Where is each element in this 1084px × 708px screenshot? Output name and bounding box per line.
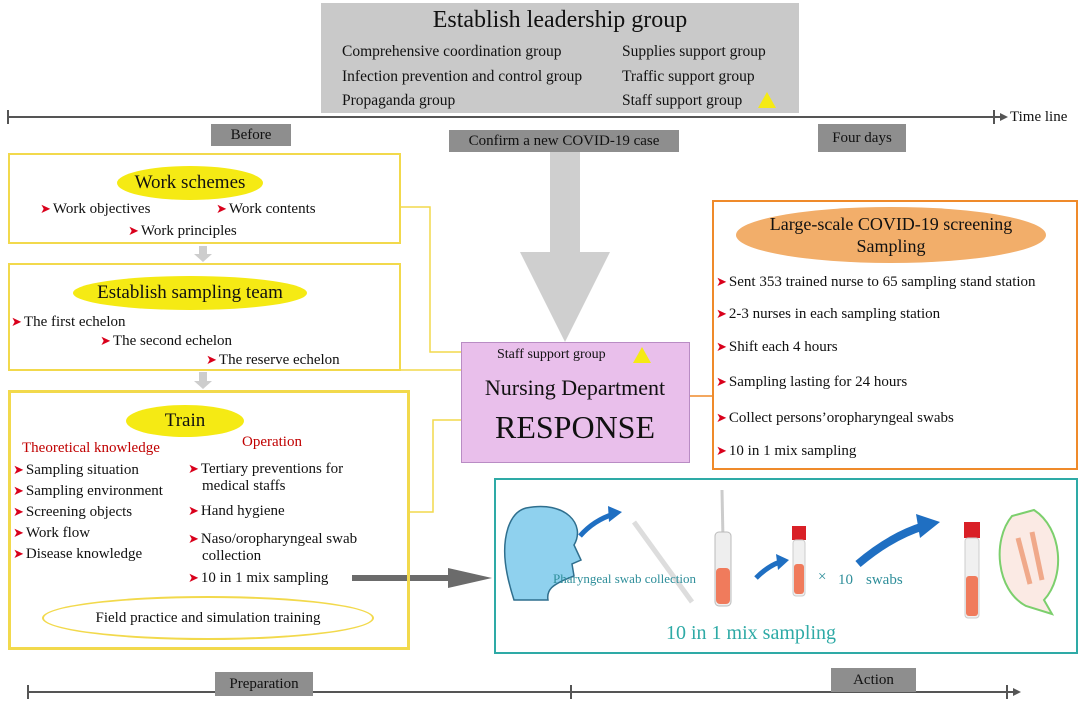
- operation-item: ➤Naso/oropharyngeal swab: [188, 531, 358, 547]
- connector-train: [410, 419, 461, 513]
- sampling-team-box: [8, 263, 401, 371]
- swab-collection-label: Pharyngeal swab collection: [553, 571, 696, 586]
- small-down-arrow-1: [194, 246, 212, 262]
- group-supplies-support: Supplies support group: [622, 43, 766, 60]
- screening-item: ➤Shift each 4 hours: [716, 339, 838, 355]
- swabs-label: swabs: [866, 572, 903, 588]
- red-arrow-icon: ➤: [716, 374, 727, 389]
- operation-item-cont: medical staffs: [202, 478, 286, 494]
- action-tag: Action: [831, 668, 916, 692]
- blue-arrow-icon: [754, 559, 781, 580]
- leadership-group-box: Establish leadership group Comprehensive…: [321, 3, 799, 113]
- screening-item: ➤Sent 353 trained nurse to 65 sampling s…: [716, 274, 1036, 290]
- before-tag: Before: [211, 124, 291, 146]
- screening-title-line2: Sampling: [856, 236, 926, 256]
- big-down-arrow: [520, 150, 610, 342]
- nursing-response-title: RESPONSE: [494, 409, 656, 445]
- train-box: [8, 390, 410, 650]
- screening-item: ➤10 in 1 mix sampling: [716, 443, 857, 459]
- swab-count: 10: [838, 572, 853, 588]
- red-arrow-icon: ➤: [216, 201, 227, 216]
- red-arrow-icon: ➤: [100, 333, 111, 348]
- mix-sampling-illustration: [503, 489, 1060, 619]
- red-arrow-icon: ➤: [188, 503, 199, 518]
- operation-item: ➤Hand hygiene: [188, 503, 285, 519]
- timeline-label: Time line: [1010, 109, 1068, 125]
- field-practice-ellipse: Field practice and simulation training: [42, 596, 374, 640]
- red-arrow-icon: ➤: [13, 462, 24, 477]
- work-contents-item: ➤Work contents: [216, 201, 316, 217]
- connector-work-schemes: [401, 206, 461, 353]
- first-echelon-item: ➤The first echelon: [11, 314, 126, 330]
- red-arrow-icon: ➤: [13, 546, 24, 561]
- screening-item: ➤2-3 nurses in each sampling station: [716, 306, 941, 322]
- work-schemes-title: Work schemes: [117, 166, 263, 200]
- times-symbol: ×: [818, 569, 827, 585]
- four-days-tag: Four days: [818, 124, 906, 152]
- screening-item: ➤Sampling lasting for 24 hours: [716, 374, 908, 390]
- screening-box: [712, 200, 1078, 470]
- group-infection-prevention: Infection prevention and control group: [342, 68, 583, 85]
- second-echelon-item: ➤The second echelon: [100, 333, 233, 349]
- red-arrow-icon: ➤: [13, 504, 24, 519]
- red-cap-tube-icon: [792, 526, 806, 540]
- red-arrow-icon: ➤: [13, 483, 24, 498]
- preparation-tag: Preparation: [215, 672, 313, 696]
- work-objectives-item: ➤Work objectives: [40, 201, 151, 217]
- group-staff-support: Staff support group: [622, 92, 743, 109]
- red-arrow-icon: ➤: [188, 531, 199, 546]
- nursing-staff-support: Staff support group: [497, 347, 606, 362]
- top-timeline-arrowhead: [1000, 113, 1008, 121]
- train-title: Train: [126, 405, 244, 437]
- theoretical-knowledge-label: Theoretical knowledge: [22, 440, 160, 456]
- mix-sampling-title: 10 in 1 mix sampling: [666, 622, 836, 644]
- warning-triangle-icon: [633, 347, 651, 363]
- red-arrow-icon: ➤: [716, 410, 727, 425]
- screening-item: ➤Collect persons’oropharyngeal swabs: [716, 410, 954, 426]
- final-tube-icon: [964, 522, 980, 538]
- nursing-department-title: Nursing Department: [484, 375, 666, 400]
- theory-item: ➤Work flow: [13, 525, 91, 541]
- screening-title-ellipse: Large-scale COVID-19 screening Sampling: [736, 207, 1046, 263]
- theory-item: ➤Sampling environment: [13, 483, 163, 499]
- operation-item: ➤10 in 1 mix sampling: [188, 570, 329, 586]
- group-comprehensive-coordination: Comprehensive coordination group: [342, 43, 562, 60]
- operation-item-cont: collection: [202, 548, 262, 564]
- group-traffic-support: Traffic support group: [622, 68, 755, 85]
- red-arrow-icon: ➤: [716, 306, 727, 321]
- theory-item: ➤Disease knowledge: [13, 546, 143, 562]
- theory-item: ➤Sampling situation: [13, 462, 139, 478]
- theory-item: ➤Screening objects: [13, 504, 133, 520]
- warning-triangle-icon: [758, 92, 776, 108]
- head-icon: [503, 505, 583, 601]
- mix-sampling-box: [494, 478, 1078, 654]
- red-arrow-icon: ➤: [716, 339, 727, 354]
- leadership-title: Establish leadership group: [432, 7, 688, 33]
- work-schemes-box: [8, 153, 401, 244]
- group-propaganda: Propaganda group: [342, 92, 456, 109]
- reserve-echelon-item: ➤The reserve echelon: [206, 352, 340, 368]
- sampling-team-title: Establish sampling team: [73, 276, 307, 310]
- red-arrow-icon: ➤: [13, 525, 24, 540]
- red-arrow-icon: ➤: [206, 352, 217, 367]
- work-principles-item: ➤Work principles: [128, 223, 237, 239]
- red-arrow-icon: ➤: [716, 274, 727, 289]
- magnified-swabs-bubble: [998, 508, 1060, 616]
- red-arrow-icon: ➤: [188, 461, 199, 476]
- blue-arrow-icon: [855, 522, 926, 568]
- red-arrow-icon: ➤: [40, 201, 51, 216]
- operation-label: Operation: [242, 434, 302, 450]
- confirm-case-tag: Confirm a new COVID-19 case: [449, 130, 679, 152]
- screening-title-line1: Large-scale COVID-19 screening: [769, 214, 1013, 234]
- swab-stick-icon: [631, 520, 695, 604]
- nursing-department-box: Staff support group Nursing Department R…: [461, 342, 690, 463]
- operation-item: ➤Tertiary preventions for: [188, 461, 344, 477]
- red-arrow-icon: ➤: [188, 570, 199, 585]
- red-arrow-icon: ➤: [11, 314, 22, 329]
- small-down-arrow-2: [194, 372, 212, 389]
- red-arrow-icon: ➤: [128, 223, 139, 238]
- red-arrow-icon: ➤: [716, 443, 727, 458]
